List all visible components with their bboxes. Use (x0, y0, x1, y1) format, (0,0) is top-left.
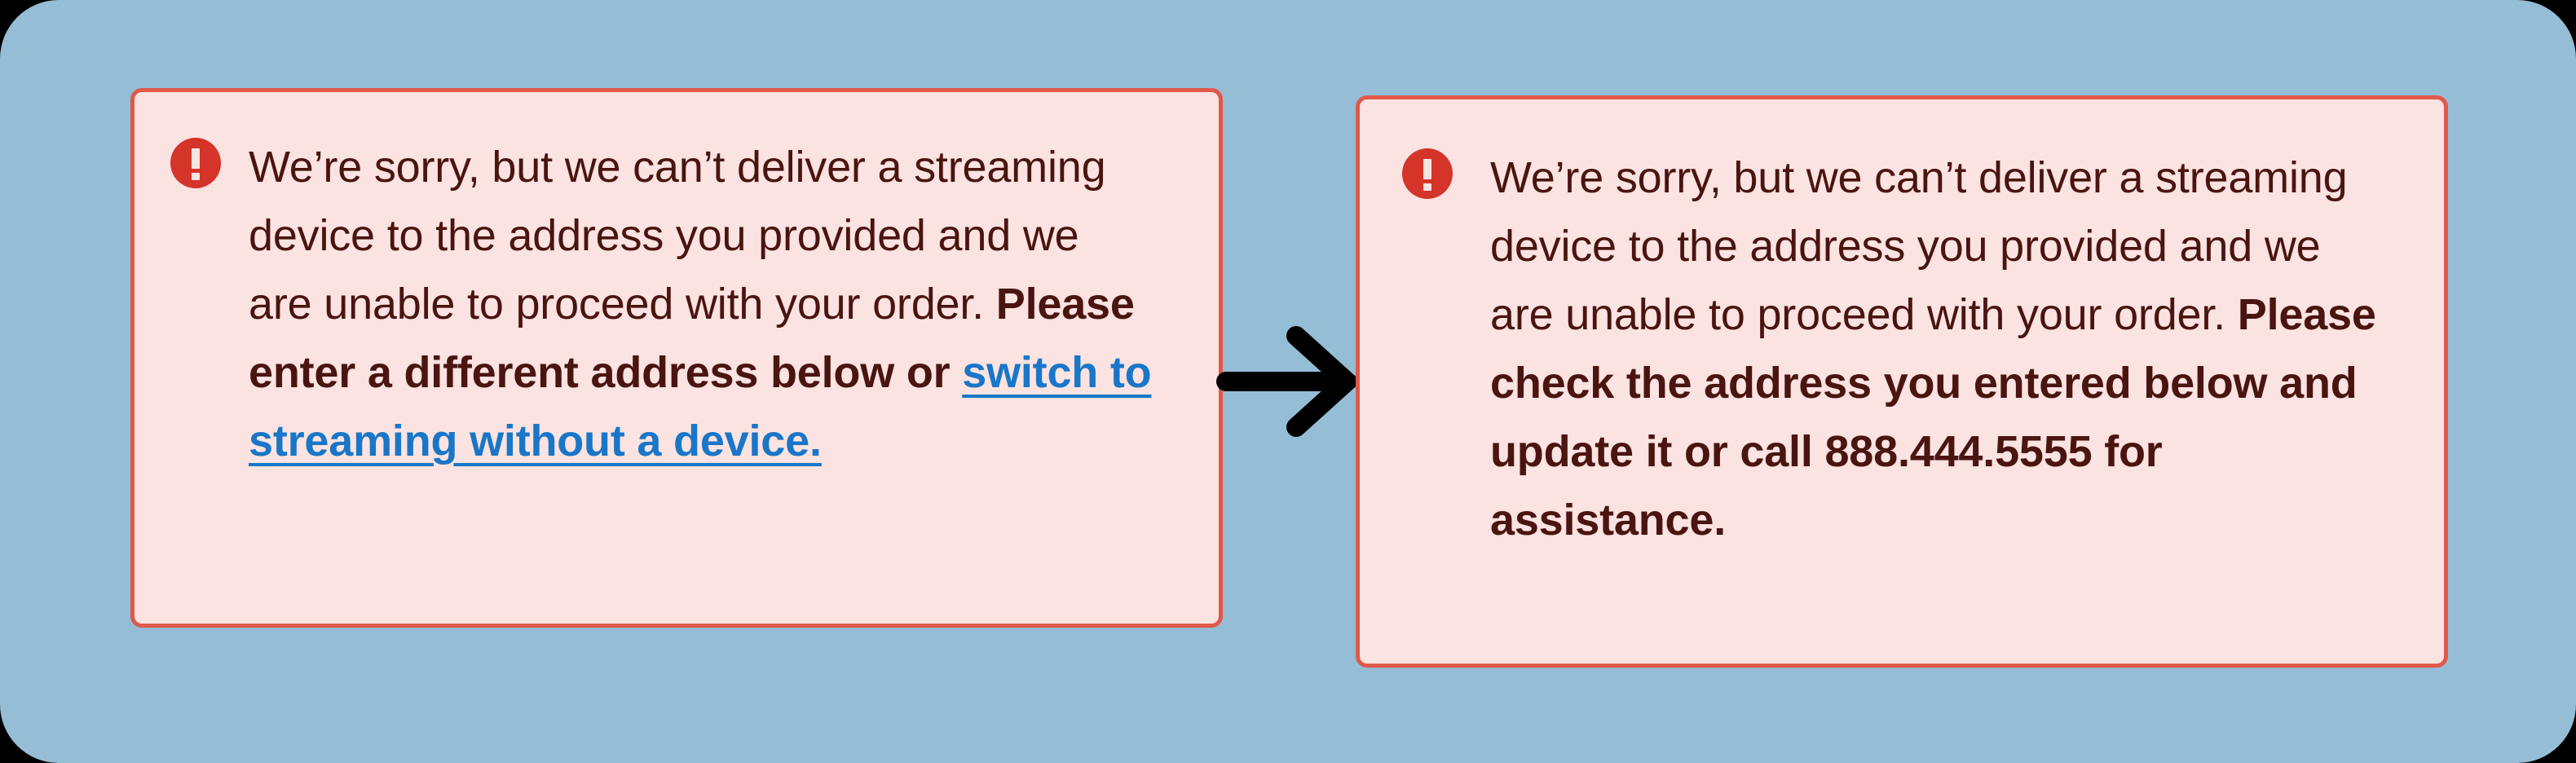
exclamation-stem (192, 148, 200, 169)
transition-arrow-icon (1216, 326, 1361, 437)
switch-to-streaming-link[interactable]: switch to streaming without a device. (249, 348, 1152, 465)
alert-message-before: We’re sorry, but we can’t deliver a stre… (249, 133, 1153, 475)
alert-exclamation-icon (1402, 148, 1453, 199)
alert-message-after: We’re sorry, but we can’t deliver a stre… (1490, 143, 2379, 554)
exclamation-stem (1423, 159, 1431, 179)
alert-message-emphasis: Please check the address you entered bel… (1490, 290, 2376, 545)
alert-exclamation-icon (170, 138, 221, 188)
alert-panel-after: We’re sorry, but we can’t deliver a stre… (1356, 95, 2448, 668)
alert-message-emphasis: Please enter a different address below o… (249, 280, 1135, 397)
alert-panel-before: We’re sorry, but we can’t deliver a stre… (130, 88, 1223, 628)
exclamation-dot (1423, 183, 1431, 191)
exclamation-dot (192, 173, 200, 180)
alert-message-lead: We’re sorry, but we can’t deliver a stre… (249, 143, 1106, 329)
alert-message-lead: We’re sorry, but we can’t deliver a stre… (1490, 153, 2348, 339)
